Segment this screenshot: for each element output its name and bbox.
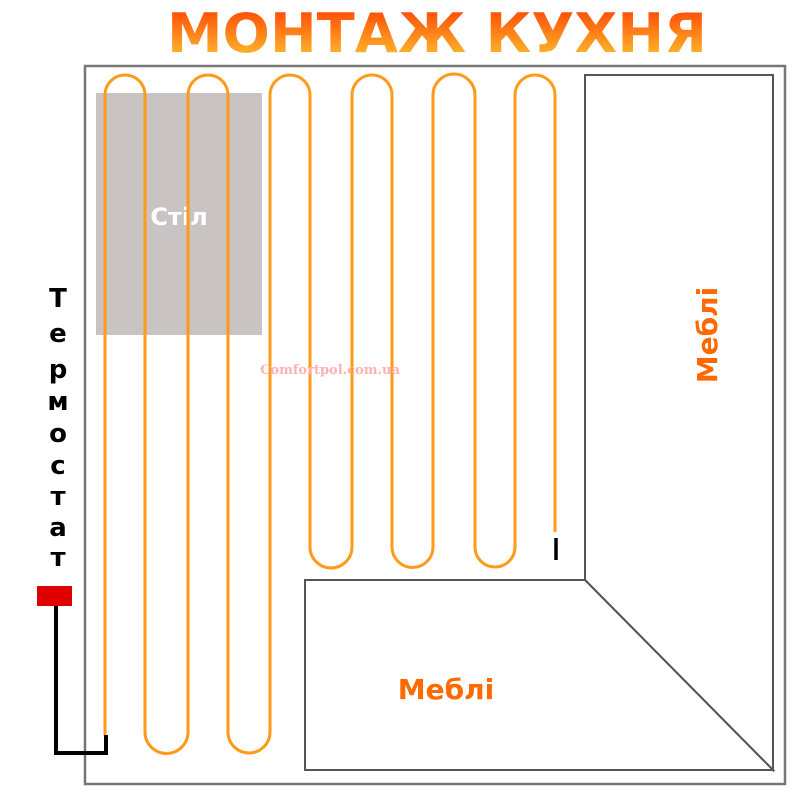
thermostat-wire: [54, 606, 108, 755]
thermostat-label: Т е р м о с т а т: [47, 284, 68, 573]
thermostat-letter: е: [49, 319, 67, 349]
thermostat-letter: о: [49, 419, 67, 449]
thermostat-letter: т: [50, 543, 65, 573]
thermostat-letter: р: [49, 355, 68, 385]
table: [96, 93, 262, 335]
furniture-bottom-label: Меблі: [398, 673, 495, 706]
watermark: Comfortpol.com.ua: [260, 363, 400, 378]
furniture-right-label: Меблі: [691, 287, 724, 384]
thermostat-letter: с: [50, 451, 65, 481]
page-title: МОНТАЖ КУХНЯ: [167, 2, 707, 65]
table-label: Стіл: [150, 203, 207, 231]
heating-cable: [103, 72, 557, 755]
thermostat-letter: т: [50, 482, 65, 512]
thermostat-letter: Т: [49, 284, 67, 314]
thermostat-letter: м: [47, 387, 68, 417]
room-outline: [83, 64, 787, 786]
furniture-bottom: [304, 579, 776, 771]
thermostat: [37, 586, 72, 606]
thermostat-letter: а: [49, 513, 67, 543]
